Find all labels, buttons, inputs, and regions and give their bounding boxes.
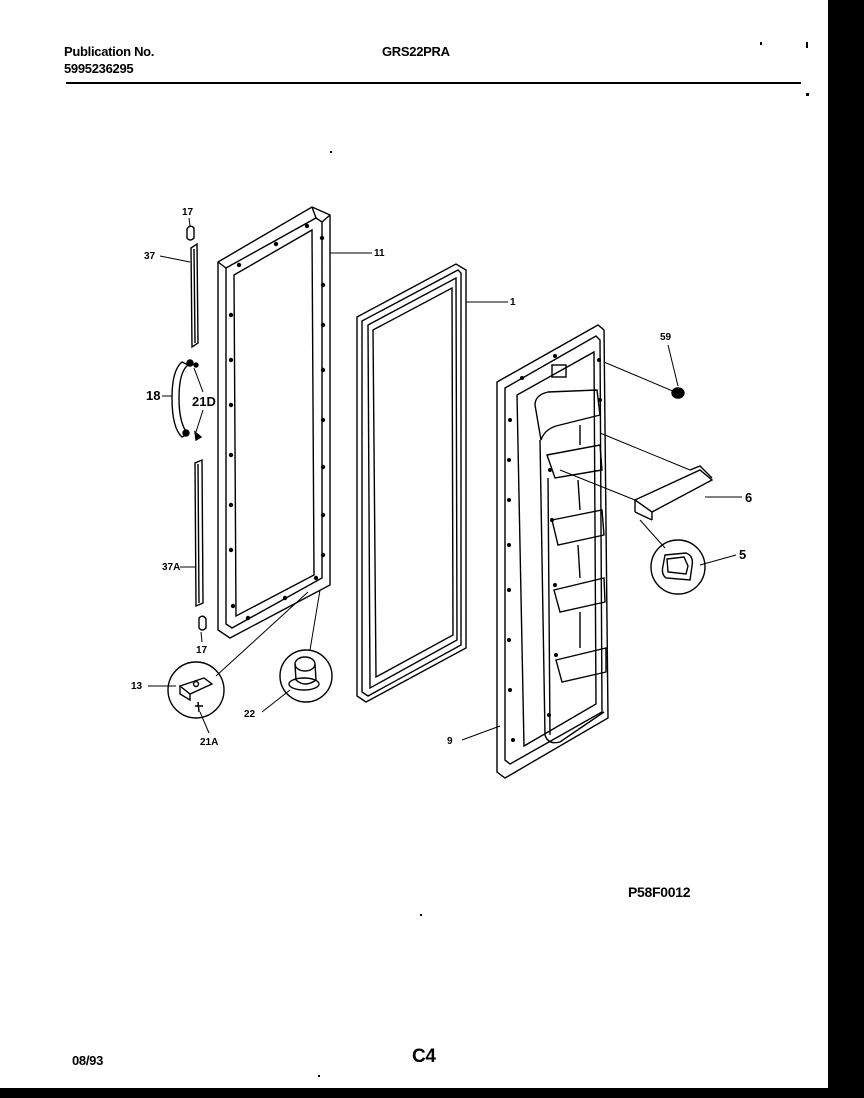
- scan-specks: [318, 42, 809, 1077]
- publication-label: Publication No.: [64, 44, 155, 59]
- hinge-detail-part-13: [167, 591, 309, 719]
- inner-door-liner-part-9: [496, 324, 609, 779]
- model-number: GRS22PRA: [382, 44, 450, 59]
- clip-detail-part-5: [639, 519, 706, 595]
- callout-59: 59: [660, 332, 672, 343]
- callout-17-top: 17: [182, 207, 194, 218]
- scan-border-right: [828, 0, 864, 1098]
- callout-37A: 37A: [162, 562, 180, 573]
- callout-9: 9: [447, 736, 453, 747]
- door-frame-part-11: [217, 206, 331, 639]
- callout-17-bottom: 17: [196, 645, 208, 656]
- leader-lines: [148, 217, 742, 741]
- callout-21A: 21A: [200, 737, 218, 748]
- frame-screw-dots: [228, 223, 326, 621]
- scan-border-bottom: [0, 1088, 864, 1098]
- callout-11: 11: [374, 248, 385, 259]
- callout-13: 13: [131, 681, 143, 692]
- publication-number: 5995236295: [64, 61, 134, 76]
- callout-1: 1: [510, 297, 516, 308]
- footer-page: C4: [412, 1046, 436, 1067]
- shelf-bar-part-6: [559, 432, 714, 521]
- trim-strip-part-37A: [194, 458, 207, 631]
- header-rule: [66, 82, 801, 84]
- callout-18: 18: [146, 388, 160, 403]
- figure-code: P58F0012: [628, 884, 691, 900]
- callout-22: 22: [244, 709, 256, 720]
- footer-date: 08/93: [72, 1053, 104, 1068]
- trim-strip-part-37: [186, 225, 199, 349]
- callout-6: 6: [745, 490, 752, 505]
- callout-21D: 21D: [192, 394, 216, 409]
- bushing-detail-part-22: [279, 589, 333, 703]
- liner-screw-dots: [507, 354, 602, 742]
- callout-37: 37: [144, 251, 156, 262]
- handle-part-18: [171, 359, 204, 442]
- callout-5: 5: [739, 547, 746, 562]
- screw-part-59: [603, 344, 685, 399]
- door-gasket-part-1: [356, 263, 467, 703]
